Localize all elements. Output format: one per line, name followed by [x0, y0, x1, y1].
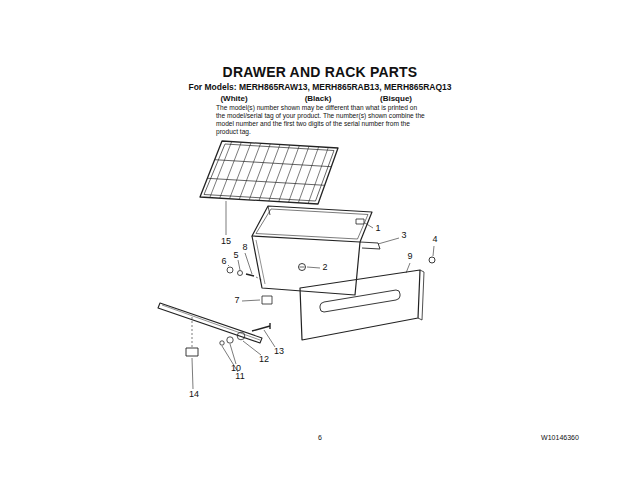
end-hardware — [227, 267, 262, 280]
slide-rail — [158, 303, 270, 356]
callout-number: 2 — [322, 263, 327, 273]
page-title: DRAWER AND RACK PARTS — [223, 65, 418, 80]
callout-number: 13 — [274, 347, 284, 357]
color-name: (Bisque) — [380, 95, 412, 104]
drawer-panel — [300, 257, 435, 340]
callout-number: 12 — [259, 355, 269, 365]
model-list: For Models: MERH865RAW13, MERH865RAB13, … — [188, 83, 451, 92]
callout-number: 3 — [401, 231, 406, 241]
note-text: The model(s) number shown may be differe… — [216, 104, 426, 136]
color-name: (White) — [220, 95, 247, 104]
document-number: W10146360 — [541, 434, 579, 442]
callout-number: 15 — [221, 237, 231, 247]
color-name: (Black) — [305, 95, 332, 104]
callout-number: 1 — [375, 224, 380, 234]
callout-number: 11 — [235, 372, 244, 382]
callout-number: 6 — [221, 257, 226, 267]
oven-rack — [200, 141, 338, 204]
callout-number: 8 — [242, 243, 247, 253]
callout-number: 5 — [233, 251, 238, 261]
callout-number: 4 — [432, 235, 437, 245]
callout-number: 9 — [407, 252, 412, 262]
callout-number: 7 — [234, 296, 239, 306]
leader-lines — [192, 201, 434, 389]
callout-number: 14 — [189, 390, 199, 400]
drawer-pan — [252, 206, 380, 304]
page-number: 6 — [318, 434, 322, 442]
